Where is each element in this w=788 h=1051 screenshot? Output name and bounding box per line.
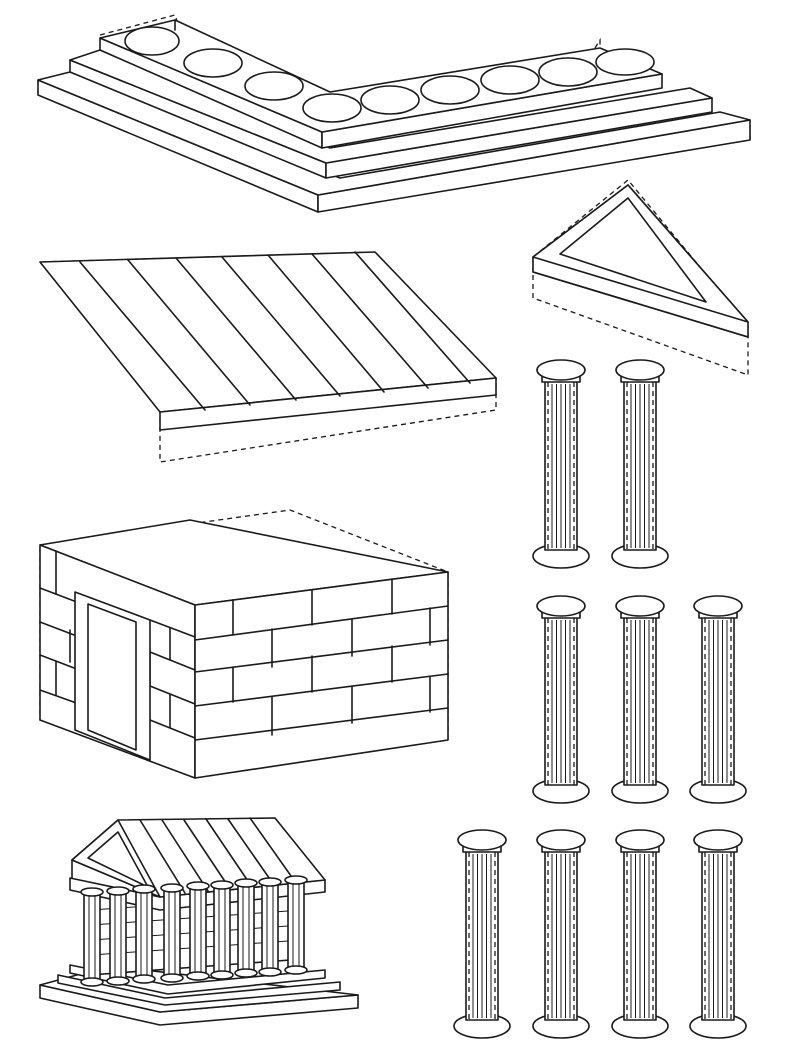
assembled-temple-illustration	[40, 818, 358, 1025]
temple-column	[81, 888, 103, 986]
base-steps-piece[interactable]	[38, 15, 750, 212]
pediment-piece[interactable]	[533, 180, 748, 375]
column-piece[interactable]	[612, 596, 668, 803]
column-piece[interactable]	[454, 830, 510, 1038]
roof-piece[interactable]	[40, 252, 496, 462]
temple-columns	[81, 876, 307, 986]
columns-group	[454, 360, 746, 1038]
column-piece[interactable]	[612, 360, 668, 568]
column-piece[interactable]	[690, 596, 746, 803]
temple-column	[211, 881, 233, 979]
column-row-2	[533, 596, 746, 803]
column-row-3	[454, 830, 746, 1038]
temple-column	[187, 882, 209, 980]
column-piece[interactable]	[690, 830, 746, 1038]
temple-column	[133, 885, 155, 983]
column-piece[interactable]	[533, 596, 589, 803]
column-piece[interactable]	[533, 830, 589, 1038]
column-row-1	[533, 360, 668, 568]
cella-wall-piece[interactable]	[40, 510, 448, 778]
column-piece[interactable]	[612, 830, 668, 1038]
temple-column	[259, 878, 281, 976]
temple-column	[235, 879, 257, 977]
column-piece[interactable]	[533, 360, 589, 568]
temple-column	[107, 887, 129, 985]
doorway	[75, 592, 150, 760]
temple-column	[161, 884, 183, 982]
temple-column	[285, 876, 307, 974]
